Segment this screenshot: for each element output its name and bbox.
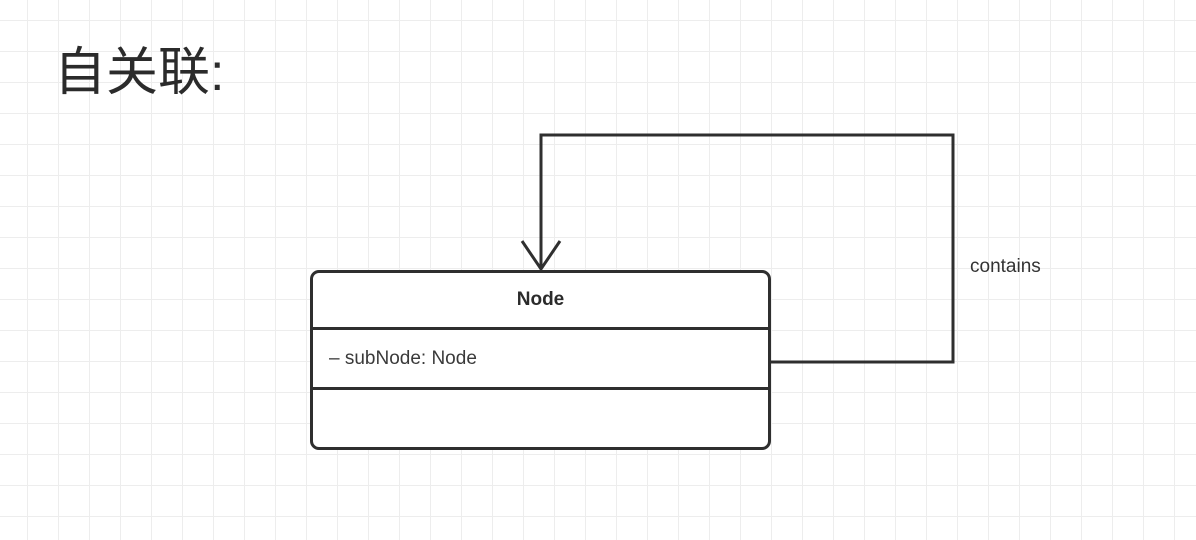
class-box-node[interactable]: Node – subNode: Node	[310, 270, 771, 450]
open-arrowhead-icon	[520, 240, 562, 272]
class-name-label: Node	[516, 289, 565, 310]
attribute-row: – subNode: Node	[329, 347, 477, 369]
connector-path-group	[520, 133, 955, 364]
association-label-contains: contains	[970, 256, 1041, 277]
class-name-compartment: Node	[313, 273, 768, 330]
class-operations-compartment	[313, 390, 768, 447]
class-attributes-compartment: – subNode: Node	[313, 330, 768, 390]
connector-polyline	[539, 133, 955, 364]
page-title: 自关联:	[54, 44, 225, 102]
